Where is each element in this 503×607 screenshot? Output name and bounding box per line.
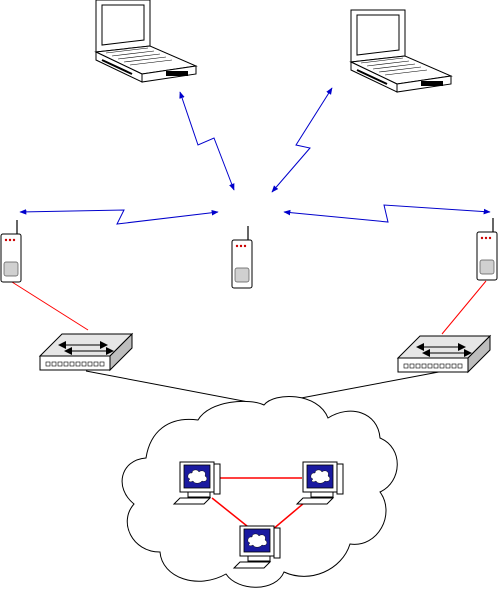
wireless-links: [20, 88, 490, 224]
switch-icon: [40, 334, 132, 370]
wireless-link: [272, 88, 332, 192]
backbone-link: [86, 371, 264, 405]
wired-link: [442, 281, 486, 334]
laptop-icon: [351, 10, 451, 92]
wireless-link: [180, 92, 234, 190]
access-point-icon: [477, 218, 497, 280]
access-point-icon: [1, 220, 21, 282]
laptop-icon: [96, 0, 196, 82]
wired-link: [12, 282, 88, 330]
access-point-icon: [232, 226, 252, 288]
wireless-link: [284, 205, 490, 222]
switch-icon: [398, 336, 490, 372]
wireless-link: [20, 210, 218, 224]
